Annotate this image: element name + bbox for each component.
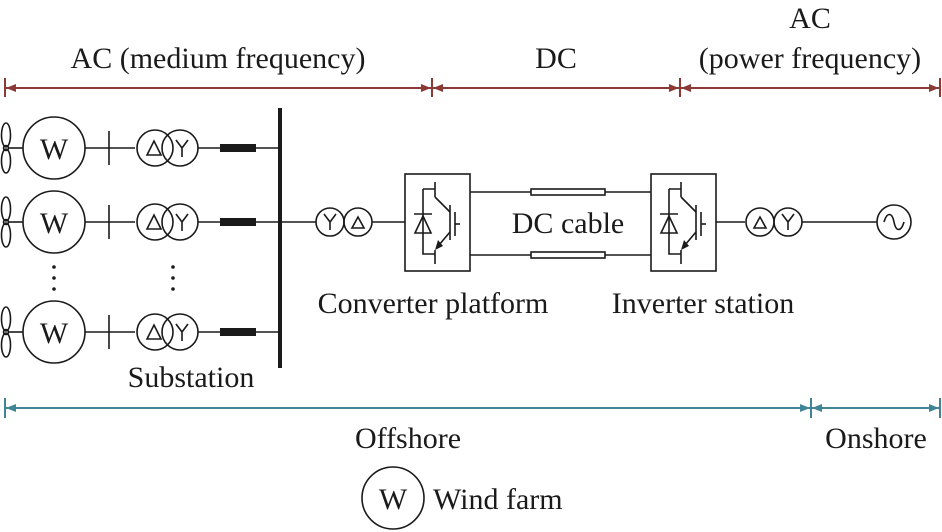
section-label-ac-medium: AC (medium frequency) <box>71 42 366 75</box>
legend-label: Wind farm <box>433 483 563 516</box>
ac-grid-source-icon <box>876 204 912 240</box>
onshore-label: Onshore <box>825 422 927 455</box>
substation-label: Substation <box>128 361 255 394</box>
wind-turbine-icon <box>0 196 12 248</box>
converter-platform <box>404 173 471 272</box>
feeder-transformer <box>136 313 199 351</box>
wind-turbine-icon <box>0 122 12 174</box>
feeder-cable <box>220 144 256 152</box>
feeder-row: W <box>0 190 280 254</box>
section-label-ac-power-line1: AC <box>789 2 831 35</box>
wind-generator: W <box>22 300 86 364</box>
legend-symbol: W <box>379 483 408 516</box>
wind-turbine-icon <box>0 306 12 358</box>
onshore-transformer <box>745 207 803 237</box>
inverter-station <box>650 173 717 272</box>
dc-cable-label: DC cable <box>512 207 624 240</box>
legend-wind-farm-icon <box>361 466 425 530</box>
feeders: W W W <box>0 116 280 364</box>
feeder-transformer <box>136 129 199 167</box>
delta-symbol <box>752 215 768 229</box>
feeder-cable <box>220 218 256 226</box>
generator-symbol: W <box>40 207 69 240</box>
feeder-cable <box>220 328 256 336</box>
platform-transformer <box>315 207 373 237</box>
wye-symbol <box>175 323 189 341</box>
feeder-row: W <box>0 116 280 180</box>
offshore-label: Offshore <box>355 422 461 455</box>
igbt-diode-icon <box>413 182 460 264</box>
wind-generator: W <box>22 190 86 254</box>
wye-symbol <box>175 213 189 231</box>
converter-platform-label: Converter platform <box>318 287 549 320</box>
generator-symbol: W <box>40 133 69 166</box>
inverter-station-label: Inverter station <box>612 287 794 320</box>
igbt-diode-icon <box>659 182 706 264</box>
wind-generator: W <box>22 116 86 180</box>
generator-symbol: W <box>40 317 69 350</box>
feeder-row: W <box>0 300 280 364</box>
ellipsis-generators <box>52 265 56 291</box>
wye-symbol <box>323 213 337 230</box>
section-label-ac-power-line2: (power frequency) <box>699 42 921 75</box>
delta-symbol <box>145 139 163 156</box>
delta-symbol <box>145 213 163 230</box>
delta-symbol <box>350 215 366 229</box>
location-dimension: Offshore Onshore <box>4 398 941 455</box>
ellipsis-transformers <box>171 265 175 291</box>
voltage-dimension: AC (medium frequency) DC AC (power frequ… <box>4 2 941 97</box>
delta-symbol <box>145 323 163 340</box>
wye-symbol <box>781 213 795 230</box>
wye-symbol <box>175 139 189 157</box>
feeder-transformer <box>136 203 199 241</box>
section-label-dc: DC <box>535 42 577 75</box>
dc-cable <box>470 188 651 259</box>
legend: W Wind farm <box>361 466 563 530</box>
